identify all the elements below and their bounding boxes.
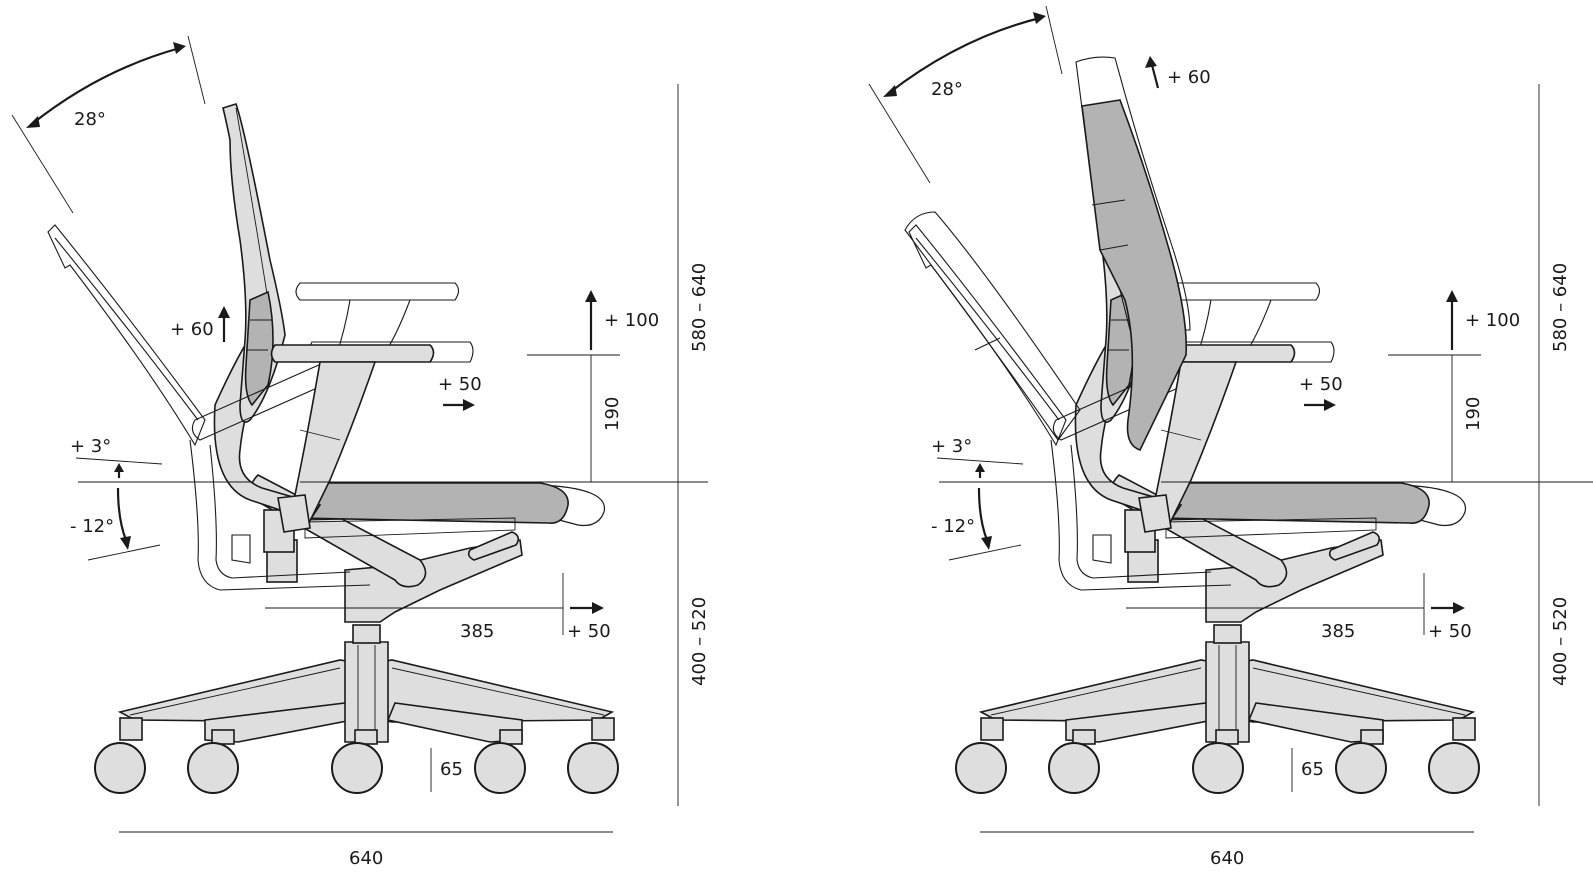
view-right: 28° + 60 + 3° - 12° + 100 [868, 5, 1593, 869]
armrest-height-label: + 100 [604, 310, 659, 331]
seat-depth-adjust-label: + 50 [1428, 621, 1472, 642]
backrest-height-annotation: + 60 [1145, 56, 1211, 89]
armrest-above-seat-label: 190 [1463, 397, 1484, 431]
back-height-range-label: 580 – 640 [689, 263, 710, 352]
height-annotation: 580 – 640 400 – 520 [1538, 84, 1571, 806]
view-left: 28° + 60 + 3° - 12° + 100 [11, 35, 710, 869]
base-width-annotation: 640 [119, 831, 613, 869]
backrest-height-annotation: + 60 [170, 306, 230, 342]
seat-depth-label: 385 [460, 621, 494, 642]
backrest-height-label: + 60 [1167, 67, 1211, 88]
backrest-height-label: + 60 [170, 319, 214, 340]
tilt-annotation: + 3° - 12° [70, 436, 250, 561]
recline-angle-label: 28° [931, 79, 963, 100]
armrest-height-annotation: + 100 190 [1388, 290, 1520, 482]
tilt-back-label: - 12° [70, 516, 114, 537]
seat-height-range-label: 400 – 520 [1550, 597, 1571, 686]
tilt-back-label: - 12° [931, 516, 975, 537]
armrest-height-label: + 100 [1465, 310, 1520, 331]
armrest-above-seat-label: 190 [602, 397, 623, 431]
tilt-forward-label: + 3° [931, 436, 972, 457]
castor-height-annotation: 65 [430, 748, 463, 792]
tilt-forward-label: + 3° [70, 436, 111, 457]
seat-depth-annotation: 385 + 50 [265, 573, 611, 642]
recline-angle-label: 28° [74, 109, 106, 130]
armrest-depth-annotation: + 50 [1299, 374, 1343, 411]
base-width-label: 640 [349, 848, 383, 869]
castor-height-annotation: 65 [1291, 748, 1324, 792]
recline-angle-annotation: 28° [868, 5, 1063, 184]
base-width-label: 640 [1210, 848, 1244, 869]
armrest-height-annotation: + 100 190 [527, 290, 659, 482]
armrest-depth-label: + 50 [438, 374, 482, 395]
seat-depth-annotation: 385 + 50 [1126, 573, 1472, 642]
seat-height-range-label: 400 – 520 [689, 597, 710, 686]
base-width-annotation: 640 [980, 831, 1474, 869]
recline-angle-annotation: 28° [11, 35, 206, 214]
back-height-range-label: 580 – 640 [1550, 263, 1571, 352]
armrest-depth-annotation: + 50 [438, 374, 482, 411]
seat-depth-label: 385 [1321, 621, 1355, 642]
castor-height-label: 65 [1301, 759, 1324, 780]
seat-depth-adjust-label: + 50 [567, 621, 611, 642]
tilt-annotation: + 3° - 12° [931, 436, 1111, 561]
armrest-depth-label: + 50 [1299, 374, 1343, 395]
raised-backrest [904, 56, 1191, 451]
height-annotation: 580 – 640 400 – 520 [677, 84, 710, 806]
castor-height-label: 65 [440, 759, 463, 780]
